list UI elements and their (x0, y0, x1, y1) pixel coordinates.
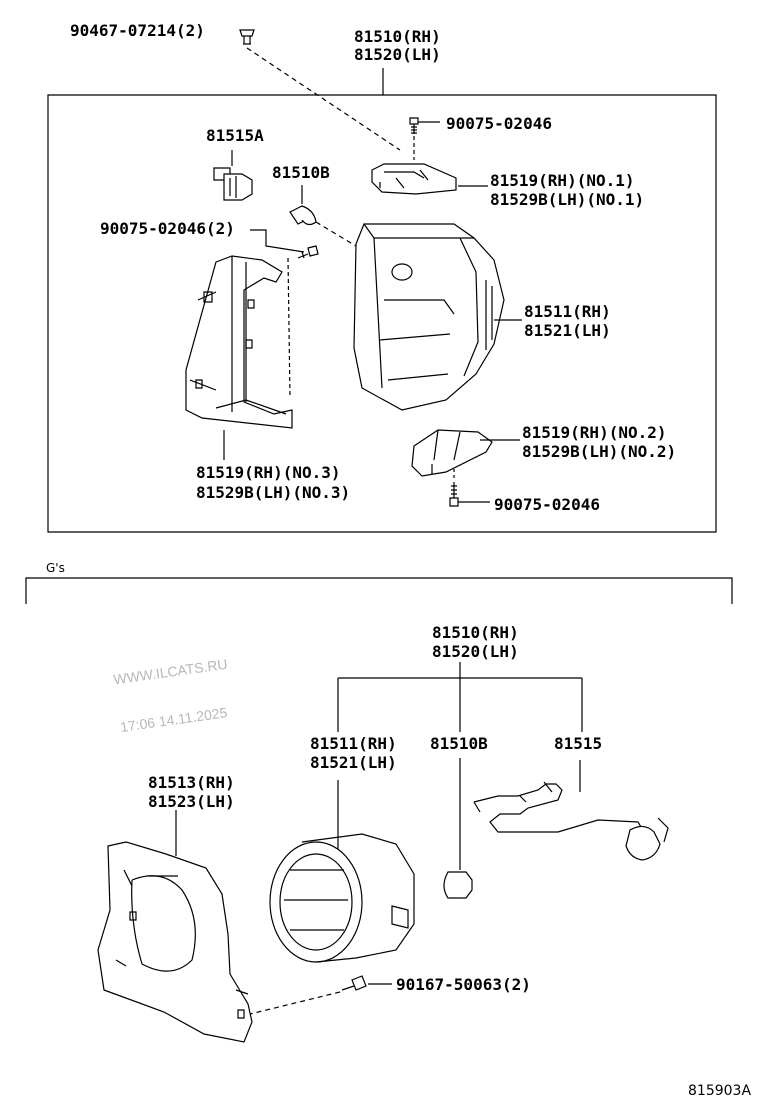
label-cover-rh: 81513(RH) (148, 773, 235, 792)
bulb-bottom-icon (443, 871, 473, 899)
label-clip: 90467-07214(2) (70, 21, 205, 40)
label-bracket1-lh: 81529B(LH)(NO.1) (490, 190, 645, 209)
label-housing-rh: 81511(RH) (524, 302, 611, 321)
label-bracket1-rh: 81519(RH)(NO.1) (490, 171, 635, 190)
harness-icon (473, 781, 669, 861)
label-top-assembly-rh: 81510(RH) (354, 27, 441, 46)
cover-icon (97, 841, 253, 1043)
label-lamp-lh: 81521(LH) (310, 753, 397, 772)
bottom-tree-leaders (175, 662, 583, 870)
screw-left-icon (297, 245, 319, 259)
label-socket: 81515A (206, 126, 264, 145)
bracket-no1-icon (371, 163, 457, 195)
screw-bottom-section-icon (341, 975, 367, 991)
bottom-frame (25, 577, 733, 604)
label-bottom-assembly-rh: 81510(RH) (432, 623, 519, 642)
bracket-no2-icon (411, 429, 493, 477)
label-bracket2-rh: 81519(RH)(NO.2) (522, 423, 667, 442)
label-bulb: 81510B (272, 163, 330, 182)
label-bottom-bulb: 81510B (430, 734, 488, 753)
screw-bottom-section-leader (249, 991, 341, 1015)
label-lamp-rh: 81511(RH) (310, 734, 397, 753)
label-harness: 81515 (554, 734, 603, 753)
label-bracket3-rh: 81519(RH)(NO.3) (196, 463, 341, 482)
socket-icon (213, 167, 253, 201)
section-label: G's (46, 561, 65, 575)
label-screw-top: 90075-02046 (446, 114, 552, 133)
bracket-no3-icon (185, 255, 293, 429)
fog-lamp-icon (269, 833, 415, 963)
bulb-icon (289, 205, 317, 226)
label-bracket2-lh: 81529B(LH)(NO.2) (522, 442, 677, 461)
label-screw-bottom: 90075-02046 (494, 495, 600, 514)
figure-number: 815903A (688, 1083, 752, 1099)
label-housing-lh: 81521(LH) (524, 321, 611, 340)
label-bottom-assembly-lh: 81520(LH) (432, 642, 519, 661)
clip-icon (239, 29, 255, 45)
watermark-line2: 17:06 14.11.2025 (119, 704, 229, 736)
label-bracket3-lh: 81529B(LH)(NO.3) (196, 483, 351, 502)
label-screw-left: 90075-02046(2) (100, 219, 235, 238)
watermark: WWW.ILCATS.RU 17:06 14.11.2025 (108, 624, 240, 767)
label-cover-lh: 81523(LH) (148, 792, 235, 811)
screw-top-icon (409, 117, 419, 134)
label-top-assembly-lh: 81520(LH) (354, 45, 441, 64)
label-bottom-screw: 90167-50063(2) (396, 975, 531, 994)
clip-leader (246, 47, 401, 151)
housing-icon (353, 223, 505, 411)
top-frame (47, 68, 717, 533)
screw-bottom-icon (449, 482, 459, 507)
watermark-line1: WWW.ILCATS.RU (112, 655, 229, 688)
